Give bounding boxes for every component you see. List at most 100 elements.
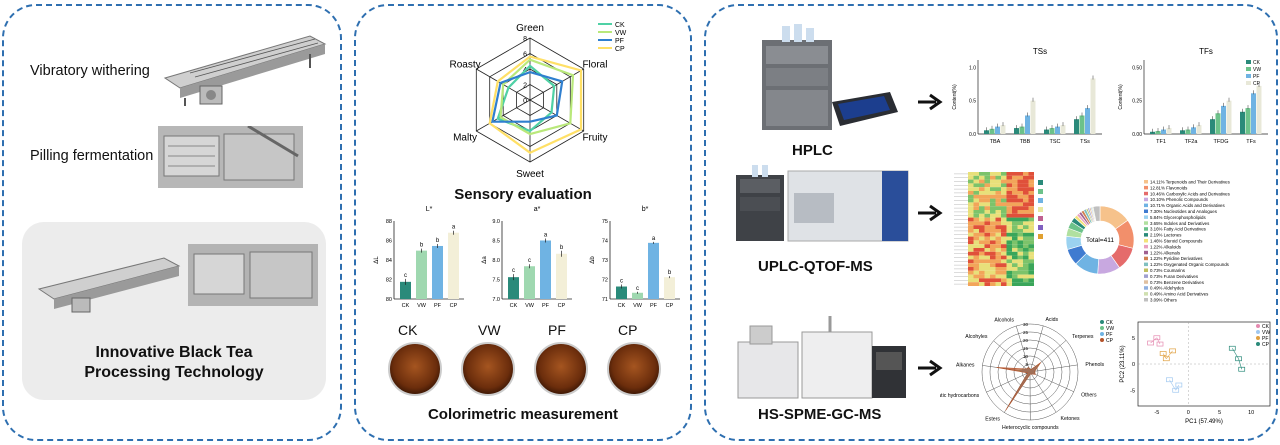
heatmap-cell [1001, 213, 1007, 218]
heatmap-cell [979, 198, 985, 203]
heatmap-cell [973, 221, 979, 226]
heatmap-cell [984, 206, 990, 210]
heatmap-cell [990, 202, 996, 207]
heatmap-cell [1017, 225, 1023, 229]
hs-spme-gc-ms-label: HS-SPME-GC-MS [758, 406, 882, 423]
heatmap-cell [1012, 267, 1018, 271]
left-panel [2, 4, 342, 441]
donut-legend-swatch [1144, 292, 1148, 296]
heatmap-cell [1006, 187, 1012, 191]
heatmap-cell [973, 206, 979, 210]
heatmap-cell [1023, 172, 1029, 176]
legend-label: PF [1262, 336, 1268, 342]
pca-link [1238, 358, 1243, 370]
heatmap-cell [968, 179, 974, 184]
heatmap-cell [1028, 198, 1034, 203]
radar-tick-label: 6 [523, 52, 527, 59]
legend-swatch [1246, 67, 1251, 71]
heatmap-cell [1017, 179, 1023, 184]
category-label: TBB [1020, 139, 1031, 145]
heatmap-cell [1006, 236, 1012, 241]
cup-label-vw: VW [478, 322, 501, 338]
heatmap-cell [1001, 244, 1007, 248]
heatmap-cell [984, 175, 990, 180]
heatmap-cell [1023, 206, 1029, 210]
heatmap-cell [1023, 194, 1029, 199]
heatmap-cell [1006, 225, 1012, 229]
pca-link [1150, 337, 1158, 344]
heatmap-cell [979, 187, 985, 191]
heatmap-cell [1023, 175, 1029, 180]
tick-label: 0.25 [1132, 99, 1142, 105]
heatmap-cell [990, 191, 996, 195]
heatmap-cell [1001, 232, 1007, 237]
category-label: PF [434, 303, 442, 309]
heatmap-cell [968, 210, 974, 214]
heatmap-cell [979, 236, 985, 241]
gcms-instrument-image [737, 316, 906, 399]
radar-axis-label: Esters [985, 416, 1000, 422]
heatmap-cell [968, 270, 974, 275]
category-label: TFs [1246, 139, 1256, 145]
radar-tick-label: 10 [1023, 354, 1029, 359]
donut-legend-label: 10.10% Phenolic Compounds [1150, 197, 1209, 202]
heatmap-cell [1023, 240, 1029, 245]
pca-point [1172, 387, 1180, 393]
heatmap-cell [973, 217, 979, 222]
heatmap-cell [968, 175, 974, 180]
heatmap-cell [973, 259, 979, 264]
heatmap-cell [968, 187, 974, 191]
legend-label: VW [1253, 67, 1261, 73]
heatmap-cell [1012, 282, 1018, 286]
heatmap-cell [1001, 206, 1007, 210]
legend-label: VW [615, 30, 627, 37]
heatmap-cell [1001, 282, 1007, 286]
category-label: VW [633, 303, 643, 309]
heatmap-cell [1023, 179, 1029, 184]
heatmap-cell [973, 263, 979, 267]
donut-legend-swatch [1144, 250, 1148, 255]
heatmap-cell [1001, 202, 1007, 207]
heatmap-cell [995, 213, 1001, 218]
heatmap-cell [979, 251, 985, 256]
heatmap-cell [1028, 244, 1034, 248]
heatmap-cell [1017, 194, 1023, 199]
heatmap-cell [1006, 198, 1012, 203]
donut-legend-swatch [1144, 280, 1148, 284]
donut-legend-swatch [1144, 221, 1148, 225]
tick-label: 0 [1187, 410, 1190, 416]
heatmap-cell [1001, 225, 1007, 229]
pca-point [1235, 356, 1242, 362]
pca-link [1169, 379, 1176, 391]
heatmap-cell [1012, 191, 1018, 195]
heatmap-cell [984, 255, 990, 260]
pca-point [1228, 345, 1236, 351]
radar-axis-label: Heterocyclic compounds [1002, 425, 1059, 431]
significance-letter: a [544, 233, 548, 239]
heatmap-cell [995, 202, 1001, 207]
bar [1000, 125, 1006, 134]
radar-axis-label: Others [1081, 393, 1097, 399]
heatmap-cell [1028, 206, 1034, 210]
heatmap-cell [1006, 183, 1012, 188]
bar [1090, 78, 1096, 134]
heatmap-legend-swatch [1038, 180, 1043, 185]
category-label: CP [558, 303, 566, 309]
heatmap-cell [995, 194, 1001, 199]
donut-legend-label: 1.22% Alkenals [1150, 250, 1181, 255]
arrow-icon [918, 359, 943, 377]
combined-fermentation-image [188, 244, 318, 306]
radar-axis-label: Alcohyles [965, 334, 988, 340]
heatmap-cell [1023, 244, 1029, 248]
heatmap-cell [973, 255, 979, 260]
tick-label: 80 [386, 297, 392, 303]
donut-legend-label: 14.11% Terpenoids and Their Derivatives [1150, 180, 1231, 185]
legend-swatch [1246, 60, 1251, 64]
heatmap-cell [973, 244, 979, 248]
heatmap-cell [1001, 175, 1007, 180]
radar-series-cp [996, 362, 1042, 411]
heatmap-cell [1028, 183, 1034, 188]
